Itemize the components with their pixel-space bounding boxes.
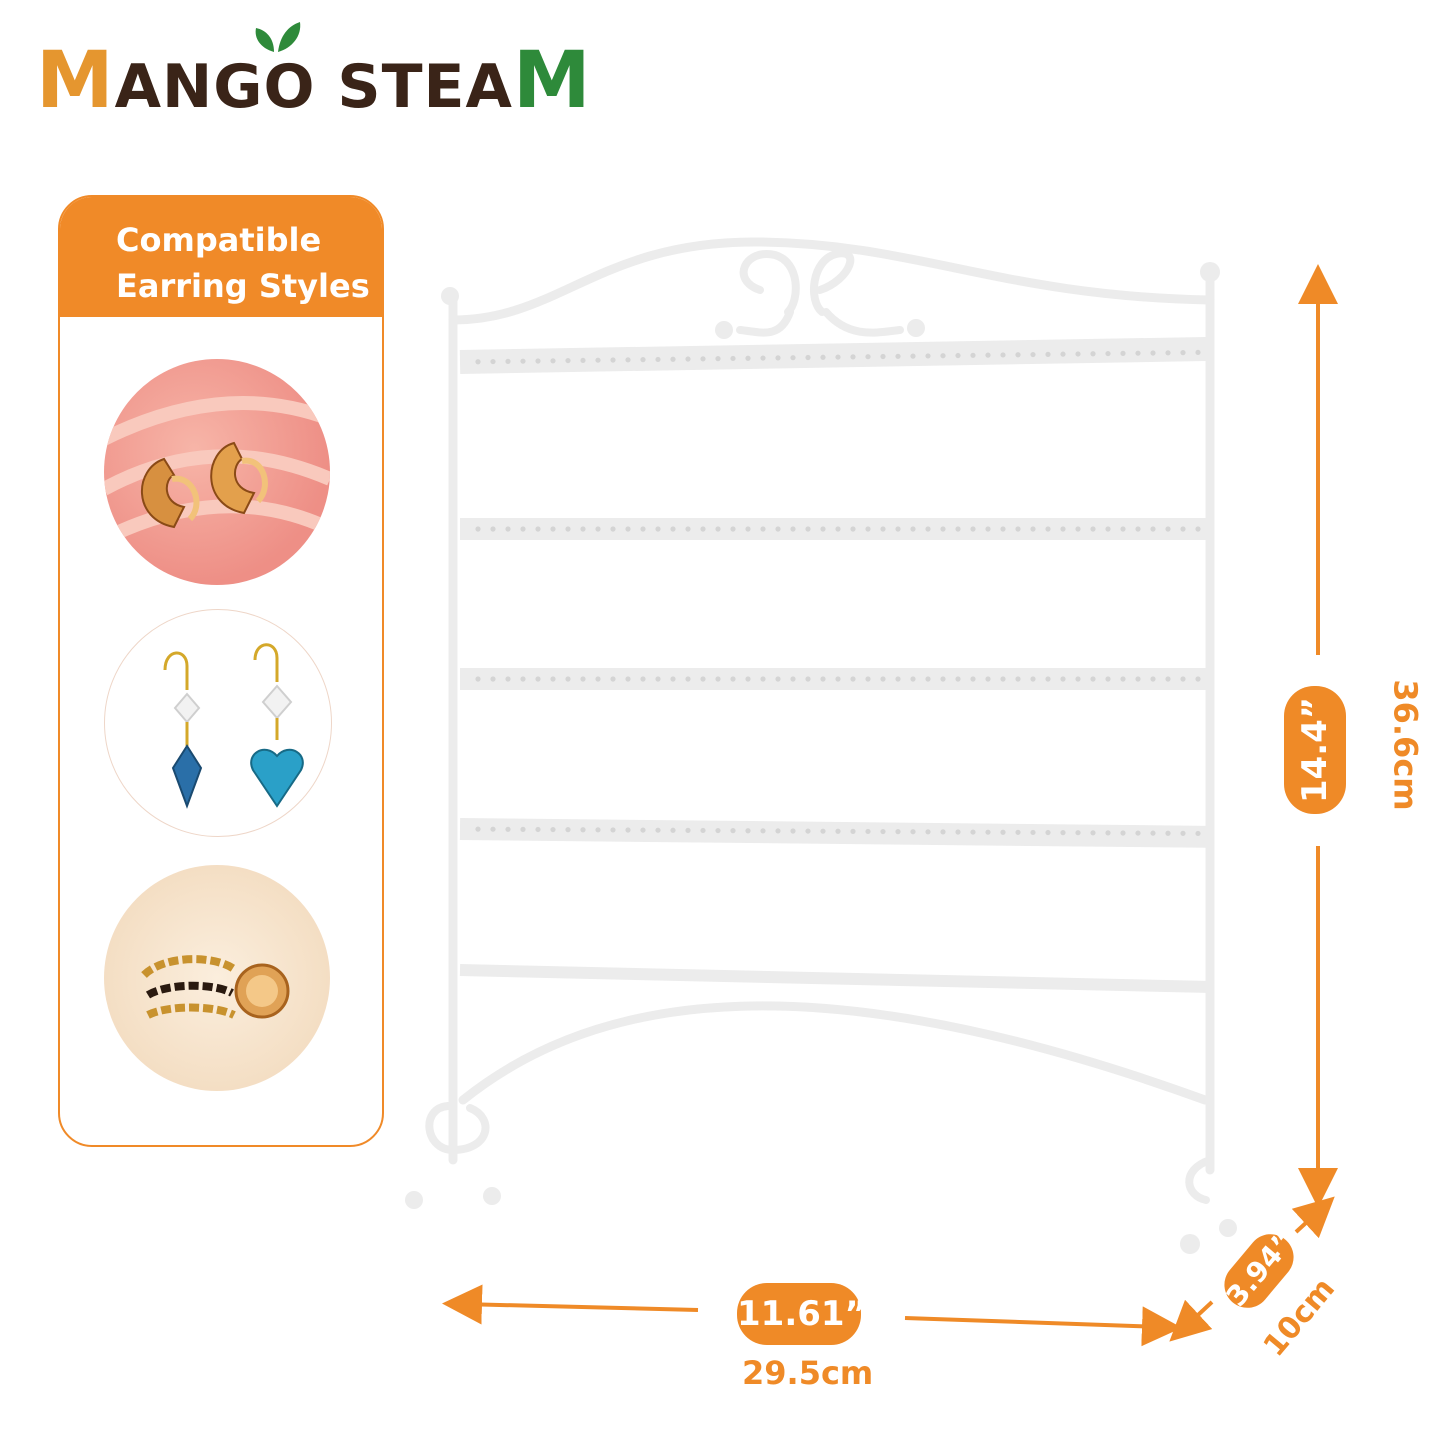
drop-earring-image bbox=[104, 609, 332, 837]
height-inches-label: 14.4” bbox=[1284, 686, 1346, 814]
panel-title-line2: Earring Styles bbox=[116, 267, 370, 305]
brand-letter-m-end: M bbox=[512, 36, 592, 126]
width-inches-label: 11.61” bbox=[737, 1283, 867, 1345]
ear-cuff-image bbox=[104, 865, 330, 1091]
brand-name-middle: ANGO STEA bbox=[114, 52, 513, 122]
height-cm-label: 36.6cm bbox=[1386, 679, 1425, 811]
width-cm-label: 29.5cm bbox=[742, 1354, 874, 1392]
hoop-earring-image bbox=[104, 359, 330, 585]
brand-letter-m: M bbox=[36, 36, 115, 126]
leaf-icon bbox=[255, 22, 301, 52]
panel-title-line1: Compatible bbox=[116, 221, 322, 259]
panel-header: Compatible Earring Styles bbox=[60, 197, 382, 317]
compatible-styles-panel: Compatible Earring Styles bbox=[58, 195, 384, 1147]
height-inches-text: 14.4” bbox=[1295, 696, 1335, 804]
brand-logo: MANGO STEAM bbox=[36, 22, 592, 122]
